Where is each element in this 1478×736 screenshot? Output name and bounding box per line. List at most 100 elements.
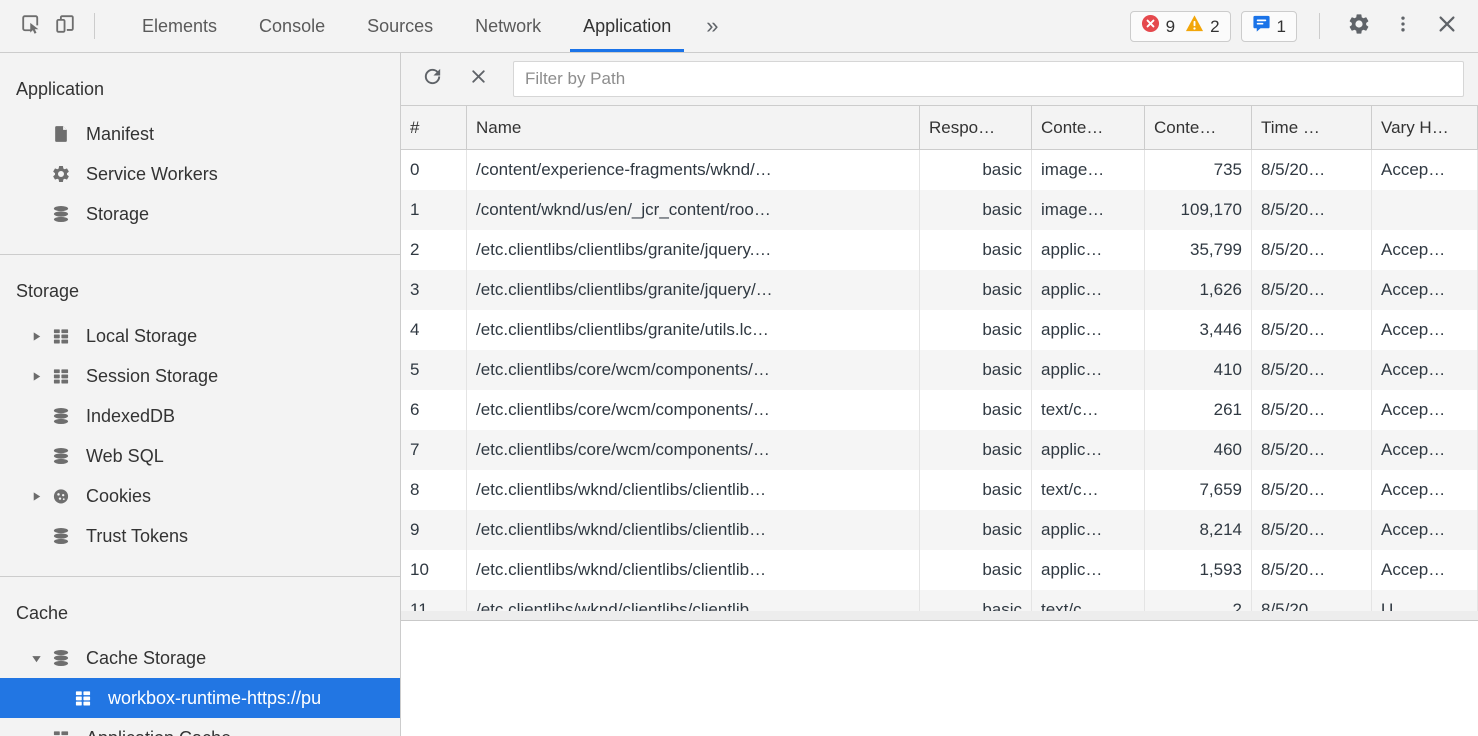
sidebar-item-indexeddb[interactable]: IndexedDB — [0, 396, 400, 436]
grid-cell: text/c… — [1032, 590, 1145, 611]
grid-cell: basic — [920, 390, 1032, 430]
grid-cell: 8/5/20… — [1252, 470, 1372, 510]
grid-cell: /etc.clientlibs/clientlibs/granite/jquer… — [467, 230, 920, 270]
device-toolbar-icon — [54, 13, 76, 40]
sidebar-item-service-workers[interactable]: Service Workers — [0, 154, 400, 194]
tab-application[interactable]: Application — [562, 0, 692, 52]
expander-arrow-icon[interactable] — [30, 370, 51, 383]
kebab-menu-icon — [1393, 14, 1413, 39]
sidebar-section-cache: Cache Cache Storage workbox-runtime-http… — [0, 577, 400, 736]
table-row[interactable]: 6/etc.clientlibs/core/wcm/components/…ba… — [401, 390, 1478, 430]
column-header-1[interactable]: Name — [467, 106, 920, 149]
panel-tabs: Elements Console Sources Network Application — [121, 0, 692, 52]
grid-cell: Accep… — [1372, 270, 1478, 310]
sidebar-item-label: Web SQL — [86, 445, 164, 466]
grid-cell: 460 — [1145, 430, 1252, 470]
delete-selected-button[interactable] — [461, 62, 495, 96]
grid-cell: basic — [920, 510, 1032, 550]
grid-cell: /etc.clientlibs/wknd/clientlibs/clientli… — [467, 590, 920, 611]
sidebar-item-web-sql[interactable]: Web SQL — [0, 436, 400, 476]
column-header-5[interactable]: Time … — [1252, 106, 1372, 149]
sidebar-section-title: Application — [16, 79, 105, 99]
close-icon — [1436, 13, 1458, 40]
grid-cell: Accep… — [1372, 230, 1478, 270]
grid-cell: /etc.clientlibs/clientlibs/granite/utils… — [467, 310, 920, 350]
console-errors-warnings-badge[interactable]: 9 2 — [1129, 10, 1231, 42]
grid-cell: 8,214 — [1145, 510, 1252, 550]
filter-by-path-input[interactable] — [513, 61, 1464, 97]
column-header-6[interactable]: Vary H… — [1372, 106, 1478, 149]
expander-arrow-icon[interactable] — [30, 490, 51, 503]
sidebar-item-local-storage[interactable]: Local Storage — [0, 316, 400, 356]
settings-button[interactable] — [1342, 9, 1376, 43]
warning-group: 2 — [1185, 14, 1220, 38]
column-header-0[interactable]: # — [401, 106, 467, 149]
table-row[interactable]: 7/etc.clientlibs/core/wcm/components/…ba… — [401, 430, 1478, 470]
sidebar-item-manifest[interactable]: Manifest — [0, 114, 400, 154]
inspect-element-button[interactable] — [14, 9, 48, 43]
grid-cell: applic… — [1032, 230, 1145, 270]
grid-cell: 8/5/20… — [1252, 230, 1372, 270]
tab-label: Network — [475, 15, 542, 36]
database-icon — [51, 648, 71, 668]
grid-cell: basic — [920, 230, 1032, 270]
table-icon — [73, 688, 93, 708]
sidebar-item-application-cache[interactable]: Application Cache — [0, 718, 400, 736]
tab-network[interactable]: Network — [454, 0, 562, 52]
table-row[interactable]: 5/etc.clientlibs/core/wcm/components/…ba… — [401, 350, 1478, 390]
close-devtools-button[interactable] — [1430, 9, 1464, 43]
grid-cell: Accep… — [1372, 310, 1478, 350]
sidebar-item-label: Storage — [86, 203, 150, 224]
tab-elements[interactable]: Elements — [121, 0, 238, 52]
tab-label: Sources — [367, 15, 434, 36]
sidebar-item-cache-storage[interactable]: Cache Storage — [0, 638, 400, 678]
table-row[interactable]: 2/etc.clientlibs/clientlibs/granite/jque… — [401, 230, 1478, 270]
grid-cell: 410 — [1145, 350, 1252, 390]
cache-toolbar — [401, 53, 1478, 106]
tab-console[interactable]: Console — [238, 0, 346, 52]
column-header-2[interactable]: Respo… — [920, 106, 1032, 149]
table-row[interactable]: 10/etc.clientlibs/wknd/clientlibs/client… — [401, 550, 1478, 590]
table-row[interactable]: 8/etc.clientlibs/wknd/clientlibs/clientl… — [401, 470, 1478, 510]
table-row[interactable]: 4/etc.clientlibs/clientlibs/granite/util… — [401, 310, 1478, 350]
grid-cell: 8/5/20… — [1252, 430, 1372, 470]
cache-entries-table: 0/content/experience-fragments/wknd/…bas… — [401, 150, 1478, 611]
table-row[interactable]: 0/content/experience-fragments/wknd/…bas… — [401, 150, 1478, 190]
column-header-3[interactable]: Conte… — [1032, 106, 1145, 149]
refresh-button[interactable] — [415, 62, 449, 96]
grid-cell: basic — [920, 150, 1032, 190]
tab-label: Console — [259, 15, 326, 36]
sidebar-item-session-storage[interactable]: Session Storage — [0, 356, 400, 396]
expander-arrow-icon[interactable] — [30, 652, 51, 665]
issues-message-icon — [1252, 14, 1271, 38]
grid-cell: Accep… — [1372, 510, 1478, 550]
horizontal-scrollbar[interactable] — [401, 611, 1478, 621]
toggle-device-toolbar-button[interactable] — [48, 9, 82, 43]
table-row[interactable]: 3/etc.clientlibs/clientlibs/granite/jque… — [401, 270, 1478, 310]
expander-arrow-icon[interactable] — [30, 330, 51, 343]
table-row[interactable]: 1/content/wknd/us/en/_jcr_content/roo…ba… — [401, 190, 1478, 230]
grid-cell: U… — [1372, 590, 1478, 611]
issues-badge[interactable]: 1 — [1240, 10, 1297, 42]
more-panels-button[interactable]: » — [706, 13, 719, 38]
sidebar-item-cookies[interactable]: Cookies — [0, 476, 400, 516]
column-header-4[interactable]: Conte… — [1145, 106, 1252, 149]
table-row[interactable]: 11/etc.clientlibs/wknd/clientlibs/client… — [401, 590, 1478, 611]
grid-cell: basic — [920, 310, 1032, 350]
sidebar-item-label: Trust Tokens — [86, 525, 189, 546]
sidebar-item-storage[interactable]: Storage — [0, 194, 400, 234]
more-options-button[interactable] — [1386, 9, 1420, 43]
grid-cell: applic… — [1032, 270, 1145, 310]
grid-cell: 8 — [401, 470, 467, 510]
sidebar-item-trust-tokens[interactable]: Trust Tokens — [0, 516, 400, 556]
grid-cell: 10 — [401, 550, 467, 590]
grid-cell: 1 — [401, 190, 467, 230]
grid-cell: Accep… — [1372, 150, 1478, 190]
table-row[interactable]: 9/etc.clientlibs/wknd/clientlibs/clientl… — [401, 510, 1478, 550]
sidebar-item-label: Cache Storage — [86, 647, 207, 668]
tab-label: Application — [583, 15, 672, 36]
sidebar-item-workbox-runtime-https-pu[interactable]: workbox-runtime-https://pu — [0, 678, 400, 718]
tab-sources[interactable]: Sources — [346, 0, 454, 52]
